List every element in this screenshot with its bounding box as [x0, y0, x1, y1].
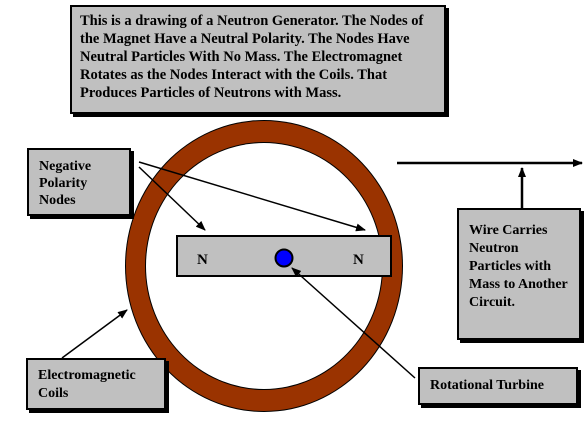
- rotational-turbine-text: Rotational Turbine: [430, 378, 544, 393]
- electromagnetic-coils-text: Electromagnetic Coils: [38, 368, 136, 401]
- magnet-node-left: N: [197, 252, 208, 268]
- negative-polarity-nodes-text: Negative Polarity Nodes: [39, 159, 92, 208]
- wire-carries-label: Wire Carries Neutron Particles with Mass…: [457, 208, 581, 340]
- wire-carries-text: Wire Carries Neutron Particles with Mass…: [469, 223, 568, 310]
- negative-polarity-nodes-label: Negative Polarity Nodes: [27, 148, 131, 216]
- arrow-coils-label: [61, 309, 128, 359]
- rotational-turbine: [274, 248, 294, 268]
- electromagnetic-coils-label: Electromagnetic Coils: [26, 358, 166, 410]
- description-box: This is a drawing of a Neutron Generator…: [70, 5, 446, 114]
- magnet-node-right: N: [353, 252, 364, 268]
- rotational-turbine-label: Rotational Turbine: [418, 367, 578, 405]
- description-text: This is a drawing of a Neutron Generator…: [80, 13, 424, 101]
- arrow-negative-to-left-node: [138, 166, 206, 231]
- arrow-turbine-label: [291, 267, 416, 379]
- arrow-negative-to-right-node: [138, 161, 366, 232]
